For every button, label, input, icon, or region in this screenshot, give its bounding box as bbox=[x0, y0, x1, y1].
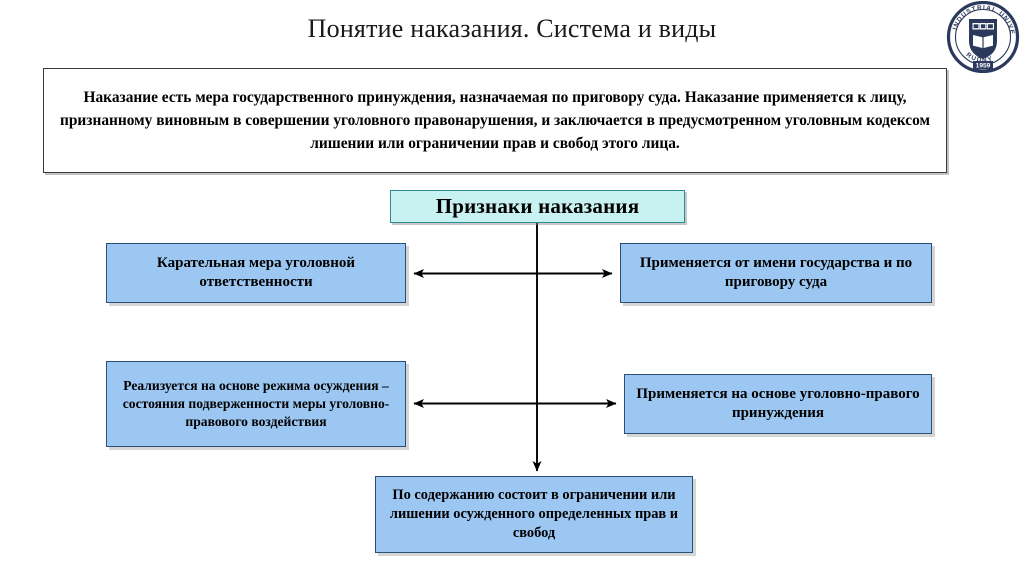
university-seal-logo: INDUSTRIAL UNIVERSITY RUDNY 1959 bbox=[946, 1, 1020, 73]
definition-text: Наказание есть мера государственного при… bbox=[59, 88, 931, 153]
diagram-header-label: Признаки наказания bbox=[435, 194, 640, 218]
diagram-node-right-2[interactable]: Применяется на основе уголовно-правого п… bbox=[624, 374, 932, 434]
diagram-node-bottom[interactable]: По содержанию состоит в ограничении или … bbox=[375, 476, 693, 553]
page-title: Понятие наказания. Система и виды bbox=[307, 14, 717, 43]
diagram-node-left-2-label: Реализуется на основе режима осуждения –… bbox=[122, 378, 390, 429]
svg-text:1959: 1959 bbox=[976, 63, 991, 70]
diagram-node-right-1-label: Применяется от имени государства и по пр… bbox=[639, 254, 913, 291]
diagram-node-right-1[interactable]: Применяется от имени государства и по пр… bbox=[620, 243, 932, 303]
definition-box: Наказание есть мера государственного при… bbox=[43, 68, 947, 173]
diagram-node-left-1[interactable]: Карательная мера уголовной ответственнос… bbox=[106, 243, 406, 303]
diagram-node-bottom-label: По содержанию состоит в ограничении или … bbox=[389, 487, 679, 541]
diagram-header-node[interactable]: Признаки наказания bbox=[390, 190, 685, 223]
diagram-node-right-2-label: Применяется на основе уголовно-правого п… bbox=[636, 385, 920, 422]
diagram-node-left-2[interactable]: Реализуется на основе режима осуждения –… bbox=[106, 361, 406, 447]
diagram-node-left-1-label: Карательная мера уголовной ответственнос… bbox=[156, 254, 356, 291]
